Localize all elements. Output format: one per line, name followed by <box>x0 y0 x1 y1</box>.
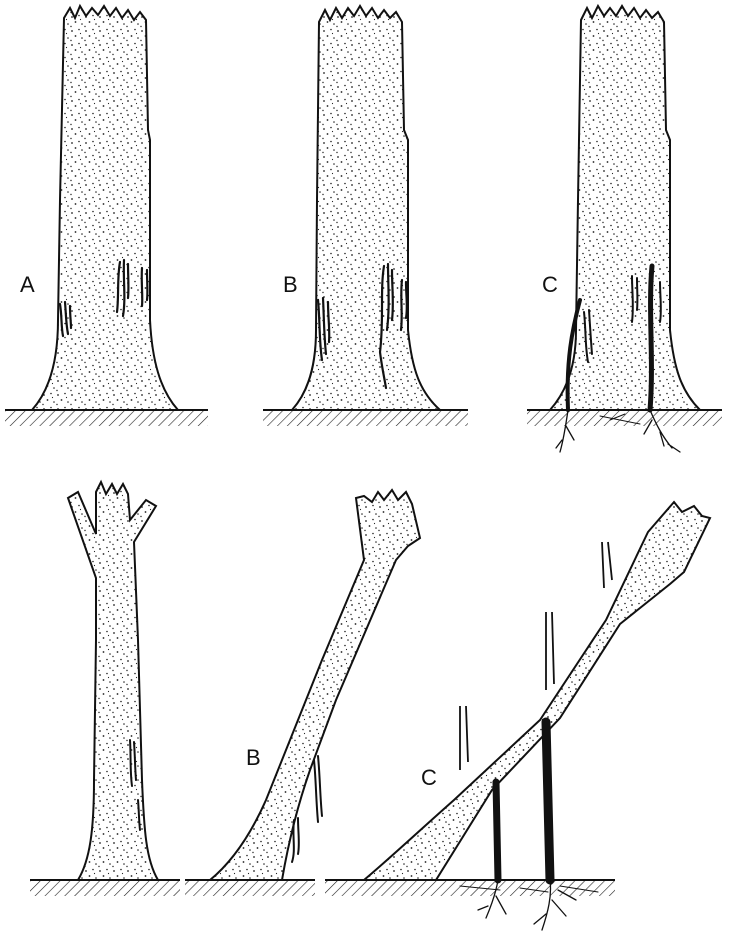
root-vines-c-bottom <box>460 722 598 930</box>
ground-b-top <box>263 410 468 426</box>
tree-trunk-a-bottom <box>68 482 158 880</box>
ground-b-bottom <box>185 880 315 896</box>
label-bottom-c: C <box>421 767 437 789</box>
tree-trunk-c-top <box>550 6 700 410</box>
label-bottom-b: B <box>246 747 261 769</box>
tree-trunk-b-bottom <box>210 490 420 880</box>
tree-trunk-a <box>32 6 178 410</box>
ground-a <box>5 410 208 426</box>
tree-trunk-c-bottom <box>364 502 710 880</box>
ground-a-bottom <box>30 880 180 896</box>
label-top-c: C <box>542 274 558 296</box>
ground-c-top <box>527 410 722 426</box>
label-top-a: A <box>20 274 35 296</box>
label-top-b: B <box>283 274 298 296</box>
tree-trunk-b-top <box>292 6 440 410</box>
